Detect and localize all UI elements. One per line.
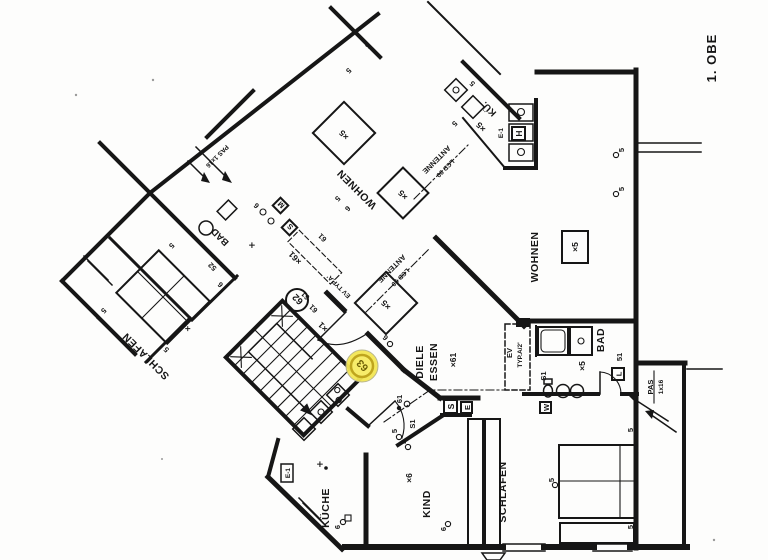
mark-5: 5 xyxy=(399,440,408,444)
mark-6: 6 xyxy=(252,201,261,210)
mark-61: 61 xyxy=(395,395,404,403)
right-wing-walls xyxy=(264,67,723,560)
mark-5: 5 xyxy=(468,79,477,88)
box-s xyxy=(443,399,458,414)
mark-6: 6 xyxy=(333,525,342,529)
mark-s1: S1 xyxy=(539,371,548,380)
mark-5: 5 xyxy=(363,41,372,50)
sym-x61-diele: ×61 xyxy=(448,353,458,368)
light-dot xyxy=(324,466,328,470)
scan-speck xyxy=(712,538,716,542)
e1-box-label: E-1 xyxy=(285,468,292,479)
box-e-label: E xyxy=(463,405,472,410)
box-s-diag xyxy=(280,218,299,237)
scan-speck xyxy=(74,93,78,97)
sym-x61-diag: ×61 xyxy=(286,249,303,266)
mark-6: 6 xyxy=(439,527,448,531)
sym-x6-schlafen-diag: ×6 xyxy=(179,320,193,334)
sym-x5-bad-right: ×5 xyxy=(577,361,587,371)
room-kind: KIND xyxy=(421,490,433,518)
mark-51: 51 xyxy=(615,353,624,361)
radiator-diamonds xyxy=(311,100,430,336)
mark-5: 5 xyxy=(626,428,635,432)
scan-speck xyxy=(151,78,155,82)
diag-bed xyxy=(114,248,212,346)
room-bad-right: BAD xyxy=(595,328,607,352)
mark-5: 5 xyxy=(390,429,399,433)
kitchen-counter xyxy=(280,382,352,522)
mark-5: 5 xyxy=(162,345,171,354)
socket-circle xyxy=(267,217,275,225)
flat-marker-63-highlighted[interactable]: 63 xyxy=(345,349,379,383)
mark-6: 6 xyxy=(343,204,352,213)
mark-5: 5 xyxy=(617,148,626,152)
room-schlafen-diag: SCHLAFEN xyxy=(120,330,172,382)
room-schlafen-right: SCHLAFEN xyxy=(497,461,509,522)
mark-61: 61 xyxy=(307,303,319,315)
sym-x5-kue: ×5 xyxy=(474,120,488,134)
mark-5: 5 xyxy=(547,478,556,482)
sym-x5-diamond1: ×5 xyxy=(337,128,351,142)
box-m-diag-label: M xyxy=(276,199,287,210)
box-m-diag xyxy=(271,196,290,215)
washbasin-diag xyxy=(198,220,214,236)
mark-6: 6 xyxy=(381,333,390,342)
room-essen: ESSEN xyxy=(428,343,440,381)
room-wohnen-diag: WOHNEN xyxy=(335,167,379,211)
box-e xyxy=(460,401,473,414)
antenne-line-1 xyxy=(413,144,469,200)
sym-x6-kind: ×6 xyxy=(404,473,414,483)
bed-furniture xyxy=(558,444,638,544)
room-kueche: KÜCHE xyxy=(319,488,332,528)
room-diele: DIELE xyxy=(414,345,426,378)
room-wohnen-right: WOHNEN xyxy=(529,232,541,283)
mark-s1: S1 xyxy=(408,419,417,428)
mark-5: 5 xyxy=(450,119,459,128)
socket-glyphs xyxy=(339,151,620,528)
pas-size-label: 1x16 xyxy=(658,379,665,394)
mark-5: 5 xyxy=(333,194,342,203)
sym-x5-diamond2: ×5 xyxy=(396,188,410,202)
wc-diag xyxy=(216,199,238,221)
e1-label: E-1 xyxy=(498,128,505,139)
antenne-line-2 xyxy=(365,247,431,313)
radiator-box xyxy=(561,230,589,264)
box-s-label: S xyxy=(446,403,456,409)
box-l-label: L xyxy=(615,371,624,376)
sym-x-baddiag: × xyxy=(246,238,258,250)
ev-typ-label: TYP.A/2' xyxy=(517,342,524,368)
sym-x1: ×1 xyxy=(316,320,330,334)
stairwell xyxy=(222,297,364,439)
sym-x5-diamond3: ×5 xyxy=(379,298,393,312)
mark-6: 6 xyxy=(216,280,225,289)
mark-5: 5 xyxy=(617,187,626,191)
entrance-arrows xyxy=(186,145,678,434)
sym-x5-wohnen-right: ×5 xyxy=(570,242,580,252)
box-w-label: W xyxy=(542,403,551,411)
mark-5: 5 xyxy=(167,241,176,250)
floor-title: 1. OBE xyxy=(704,34,719,83)
mark-5: 5 xyxy=(626,525,635,529)
diagonal-wing-walls xyxy=(59,0,538,365)
mark-5: 5 xyxy=(99,306,108,315)
box-s-diag-label: S xyxy=(285,222,295,232)
room-kue-small: KÜ. xyxy=(480,99,499,118)
ev-shaft xyxy=(383,318,531,423)
socket-circle xyxy=(259,208,267,216)
bathroom-fixtures xyxy=(537,326,625,414)
scan-speck xyxy=(161,458,163,460)
ev-shaft-diag xyxy=(287,229,343,285)
junction-circle xyxy=(403,400,411,408)
ev-label: EV xyxy=(505,348,514,358)
mark-5: 5 xyxy=(344,66,353,75)
kitchen-top-fixtures xyxy=(443,77,534,162)
mark-61: 61 xyxy=(316,232,328,244)
junction-dot xyxy=(396,405,402,411)
pas-label: PAS xyxy=(646,380,655,395)
box-h-label: H xyxy=(514,130,524,136)
